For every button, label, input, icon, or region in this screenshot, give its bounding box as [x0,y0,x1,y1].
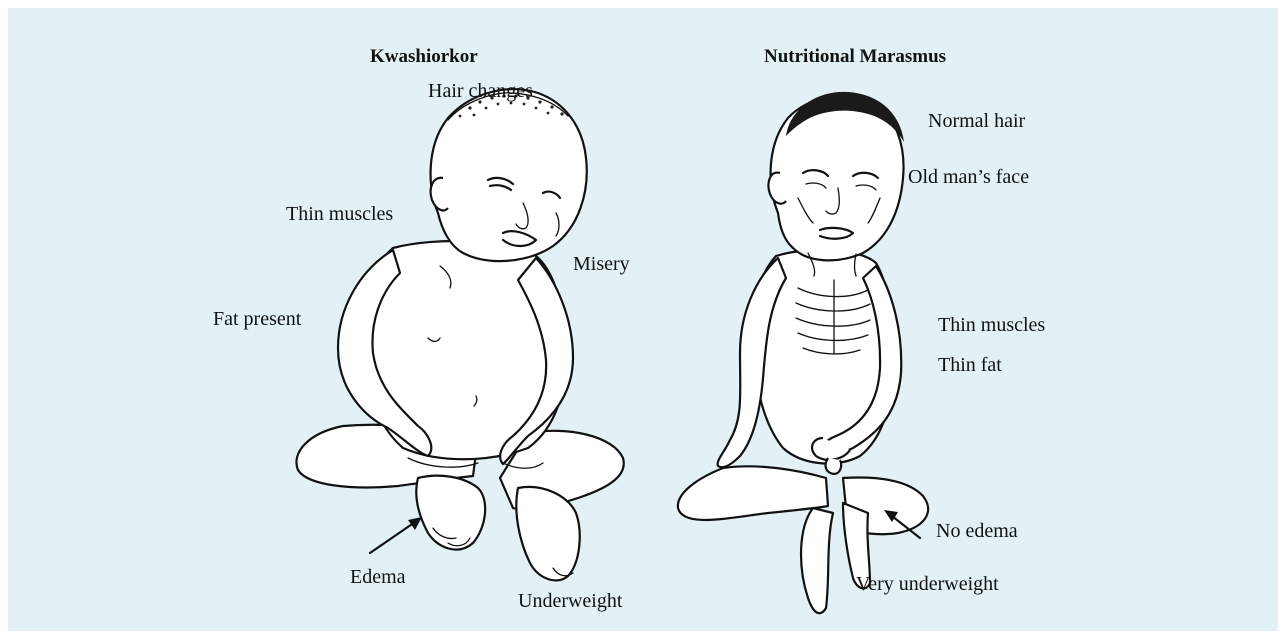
marasmus-face-label: Old man’s face [908,166,1029,189]
marasmus-child-drawing [678,92,928,613]
marasmus-hair-label: Normal hair [928,110,1025,133]
kwashiorkor-muscles-label: Thin muscles [286,203,393,226]
kwashiorkor-misery-label: Misery [573,253,630,276]
marasmus-fat-label: Thin fat [938,354,1002,377]
kwashiorkor-heading: Kwashiorkor [370,46,478,68]
kwashiorkor-edema-label: Edema [350,566,406,589]
kwashiorkor-child-drawing [296,89,623,580]
kwashiorkor-weight-label: Underweight [518,590,622,613]
kwashiorkor-fat-label: Fat present [213,308,301,331]
figure-panel: Kwashiorkor Nutritional Marasmus Hair ch… [8,8,1278,631]
marasmus-muscles-label: Thin muscles [938,314,1045,337]
kwashiorkor-edema-arrow [370,517,422,553]
kwashiorkor-hair-label: Hair changes [428,80,533,103]
marasmus-edema-label: No edema [936,520,1018,543]
marasmus-heading: Nutritional Marasmus [764,46,946,68]
marasmus-weight-label: Very underweight [856,573,999,596]
illustration-canvas [8,8,1278,631]
